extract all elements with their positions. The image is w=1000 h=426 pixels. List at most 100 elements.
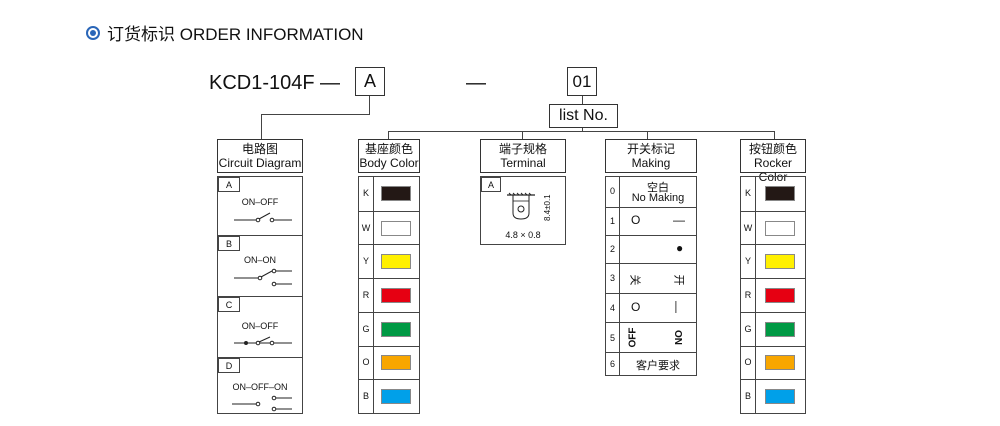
list-no-box: list No.: [549, 104, 618, 128]
color-row: B: [741, 379, 805, 413]
terminal-dim-horizontal: 4.8 × 0.8: [505, 230, 541, 240]
color-swatch: [765, 321, 795, 337]
circuit-row-code: B: [218, 236, 240, 251]
circuit-row-label: ON–OFF: [241, 321, 279, 331]
making-row-left: O: [631, 300, 641, 314]
section-title: 订货标识 ORDER INFORMATION: [86, 20, 364, 45]
circuit-row: C ON–OFF: [218, 296, 302, 357]
terminal-table: A 8.4±0.1 4.8 × 0.8: [480, 176, 566, 245]
connector-rocker: [774, 131, 775, 139]
color-row: O: [359, 345, 419, 380]
color-row-code: G: [744, 323, 752, 334]
color-row-code: R: [362, 289, 370, 300]
color-row-code: O: [362, 357, 370, 368]
making-row-code: 4: [609, 303, 615, 313]
color-row: Y: [359, 244, 419, 278]
title-text: 订货标识 ORDER INFORMATION: [107, 25, 364, 44]
body-color-header-cn: 基座颜色: [364, 142, 413, 156]
making-table: 0 空白 No Making 1 O — 2 ● 3 关 开 4 O — 5 O…: [605, 176, 697, 376]
color-row-code: K: [744, 187, 751, 198]
color-row: K: [359, 177, 419, 211]
making-row-code: 2: [609, 244, 615, 254]
circuit-row-code: C: [218, 297, 240, 312]
color-row-code: O: [744, 357, 752, 368]
circuit-header: 电路图 Circuit Diagram: [217, 139, 303, 173]
rocker-color-header: 按钮颜色 Rocker Color: [740, 139, 806, 184]
color-swatch: [381, 254, 411, 270]
making-row-left: 客户要求: [636, 360, 680, 372]
color-swatch: [381, 389, 411, 405]
dash-2: —: [466, 72, 486, 94]
terminal-header-cn: 端子规格: [498, 142, 547, 156]
switch-symbol-icon: [232, 395, 292, 412]
rocker-color-header-cn: 按钮颜色: [748, 142, 797, 156]
making-row-right: —: [670, 301, 684, 313]
making-divider: [619, 177, 620, 375]
connector-terminal: [522, 131, 523, 139]
connector-body: [388, 131, 389, 139]
making-header-en: Making: [631, 156, 671, 170]
color-row: K: [741, 177, 805, 211]
circuit-row-label: ON–ON: [243, 255, 276, 265]
terminal-code: A: [481, 177, 501, 192]
making-header: 开关标记 Making: [605, 139, 697, 173]
making-row-code: 5: [609, 333, 615, 343]
color-divider: [755, 177, 756, 413]
making-row: 6 客户要求: [606, 352, 696, 375]
circuit-header-cn: 电路图: [241, 142, 278, 156]
making-row-right: ●: [676, 241, 684, 255]
color-row-code: W: [361, 222, 371, 233]
terminal-header: 端子规格 Terminal: [480, 139, 566, 173]
color-row-code: R: [744, 289, 752, 300]
making-row: 3 关 开: [606, 263, 696, 293]
making-row-left: OFF: [627, 327, 639, 348]
color-swatch: [381, 220, 411, 236]
color-row: W: [359, 210, 419, 245]
color-row: R: [359, 278, 419, 312]
circuit-row-code: D: [218, 358, 240, 373]
switch-symbol-icon: [234, 212, 292, 223]
color-divider: [373, 177, 374, 413]
color-row-code: B: [362, 391, 369, 402]
making-row-right: —: [673, 213, 685, 227]
making-row-code: 0: [609, 186, 615, 196]
color-row-code: Y: [744, 256, 751, 267]
circuit-row-label: ON–OFF–ON: [232, 382, 288, 392]
color-row: Y: [741, 244, 805, 278]
color-row: O: [741, 345, 805, 380]
making-row-left: 空白: [647, 182, 669, 194]
color-swatch: [381, 287, 411, 303]
color-row: B: [359, 379, 419, 413]
connector-a-down: [369, 96, 370, 114]
model-number: KCD1-104F: [209, 72, 315, 94]
color-swatch: [381, 321, 411, 337]
connector-01-down: [582, 96, 583, 104]
circuit-row-label: ON–OFF: [241, 197, 279, 207]
color-swatch: [381, 185, 411, 201]
rocker-color-header-en: Rocker Color: [753, 156, 792, 184]
circuit-header-en: Circuit Diagram: [218, 156, 302, 170]
color-row: R: [741, 278, 805, 312]
making-row: 1 O —: [606, 207, 696, 235]
color-swatch: [765, 220, 795, 236]
making-row: 2 ●: [606, 235, 696, 263]
making-row-code: 1: [609, 216, 615, 226]
code-box-a: A: [355, 67, 385, 96]
connector-bus: [388, 131, 775, 132]
circuit-row: A ON–OFF: [218, 177, 302, 235]
code-box-01: 01: [567, 67, 597, 96]
connector-a-to-circuit: [261, 114, 262, 139]
color-swatch: [765, 355, 795, 371]
color-row-code: Y: [362, 256, 369, 267]
color-swatch: [381, 355, 411, 371]
circuit-table: A ON–OFF B ON–ON C ON–OFF: [217, 176, 303, 414]
making-header-cn: 开关标记: [626, 142, 675, 156]
connector-making: [647, 131, 648, 139]
connector-list-down: [582, 128, 583, 131]
color-row: W: [741, 210, 805, 245]
making-row-code: 6: [609, 359, 615, 369]
circuit-row: B ON–ON: [218, 235, 302, 296]
color-row-code: K: [362, 187, 369, 198]
